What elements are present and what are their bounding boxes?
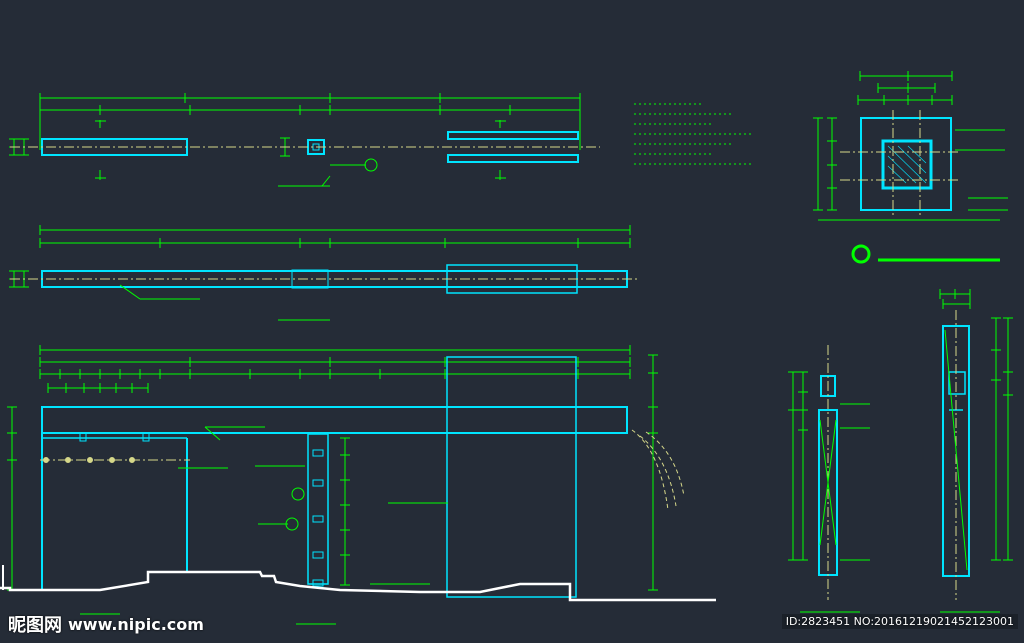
ground-profile (0, 570, 716, 602)
elev-column-bracket (312, 515, 324, 523)
plan1-right-beam-bottom (447, 154, 579, 163)
elev-hanger (79, 432, 87, 442)
elev-bolt (129, 457, 135, 463)
elev-callout-circle (291, 487, 305, 501)
col-sec-hatch (907, 145, 927, 164)
col-sec-hatch (897, 145, 927, 174)
elev-column-bracket (312, 449, 324, 457)
elev-column-bracket (312, 551, 324, 559)
plan2-leader-diag (119, 284, 141, 300)
watermark-id: ID:2823451 NO:20161219021452123001 (781, 614, 1018, 629)
plan2-joint (291, 269, 329, 289)
watermark-logo: 昵图网 www.nipic.com (8, 611, 204, 637)
annotations (43, 103, 1008, 625)
secB-inner-block (948, 371, 966, 395)
elev-column-bracket (312, 479, 324, 487)
secA-hatch (819, 419, 837, 546)
ground-line (0, 565, 716, 602)
elev-right-wall (446, 356, 577, 598)
elev-bolt (109, 457, 115, 463)
col-sec-outer (860, 117, 952, 211)
watermark-logo-text: 昵图网 (8, 615, 62, 636)
elev-bolt (43, 457, 49, 463)
structure-outlines (41, 117, 970, 598)
watermark-site: www.nipic.com (68, 614, 204, 634)
elev-bolt (87, 457, 93, 463)
center-lines (10, 110, 960, 600)
elev-bolt (65, 457, 71, 463)
col-sec-inner (881, 139, 933, 190)
plan1-right-beam-top (447, 131, 579, 140)
elev-plant-curve (639, 435, 677, 507)
elev-leader-diag (204, 426, 221, 441)
elev-plant-curve (631, 429, 669, 511)
plan1-title-leader (321, 175, 331, 187)
secB-hatch (944, 329, 968, 571)
elev-column (307, 433, 329, 585)
elev-top-beam (41, 406, 628, 434)
elev-plant-curve (645, 431, 685, 497)
dimension-lines (7, 71, 1013, 591)
col-sec-title-circle (851, 244, 871, 264)
elev-column-bracket (312, 579, 324, 587)
elev-hanger (142, 432, 150, 442)
plan1-callout-circle (364, 158, 378, 172)
